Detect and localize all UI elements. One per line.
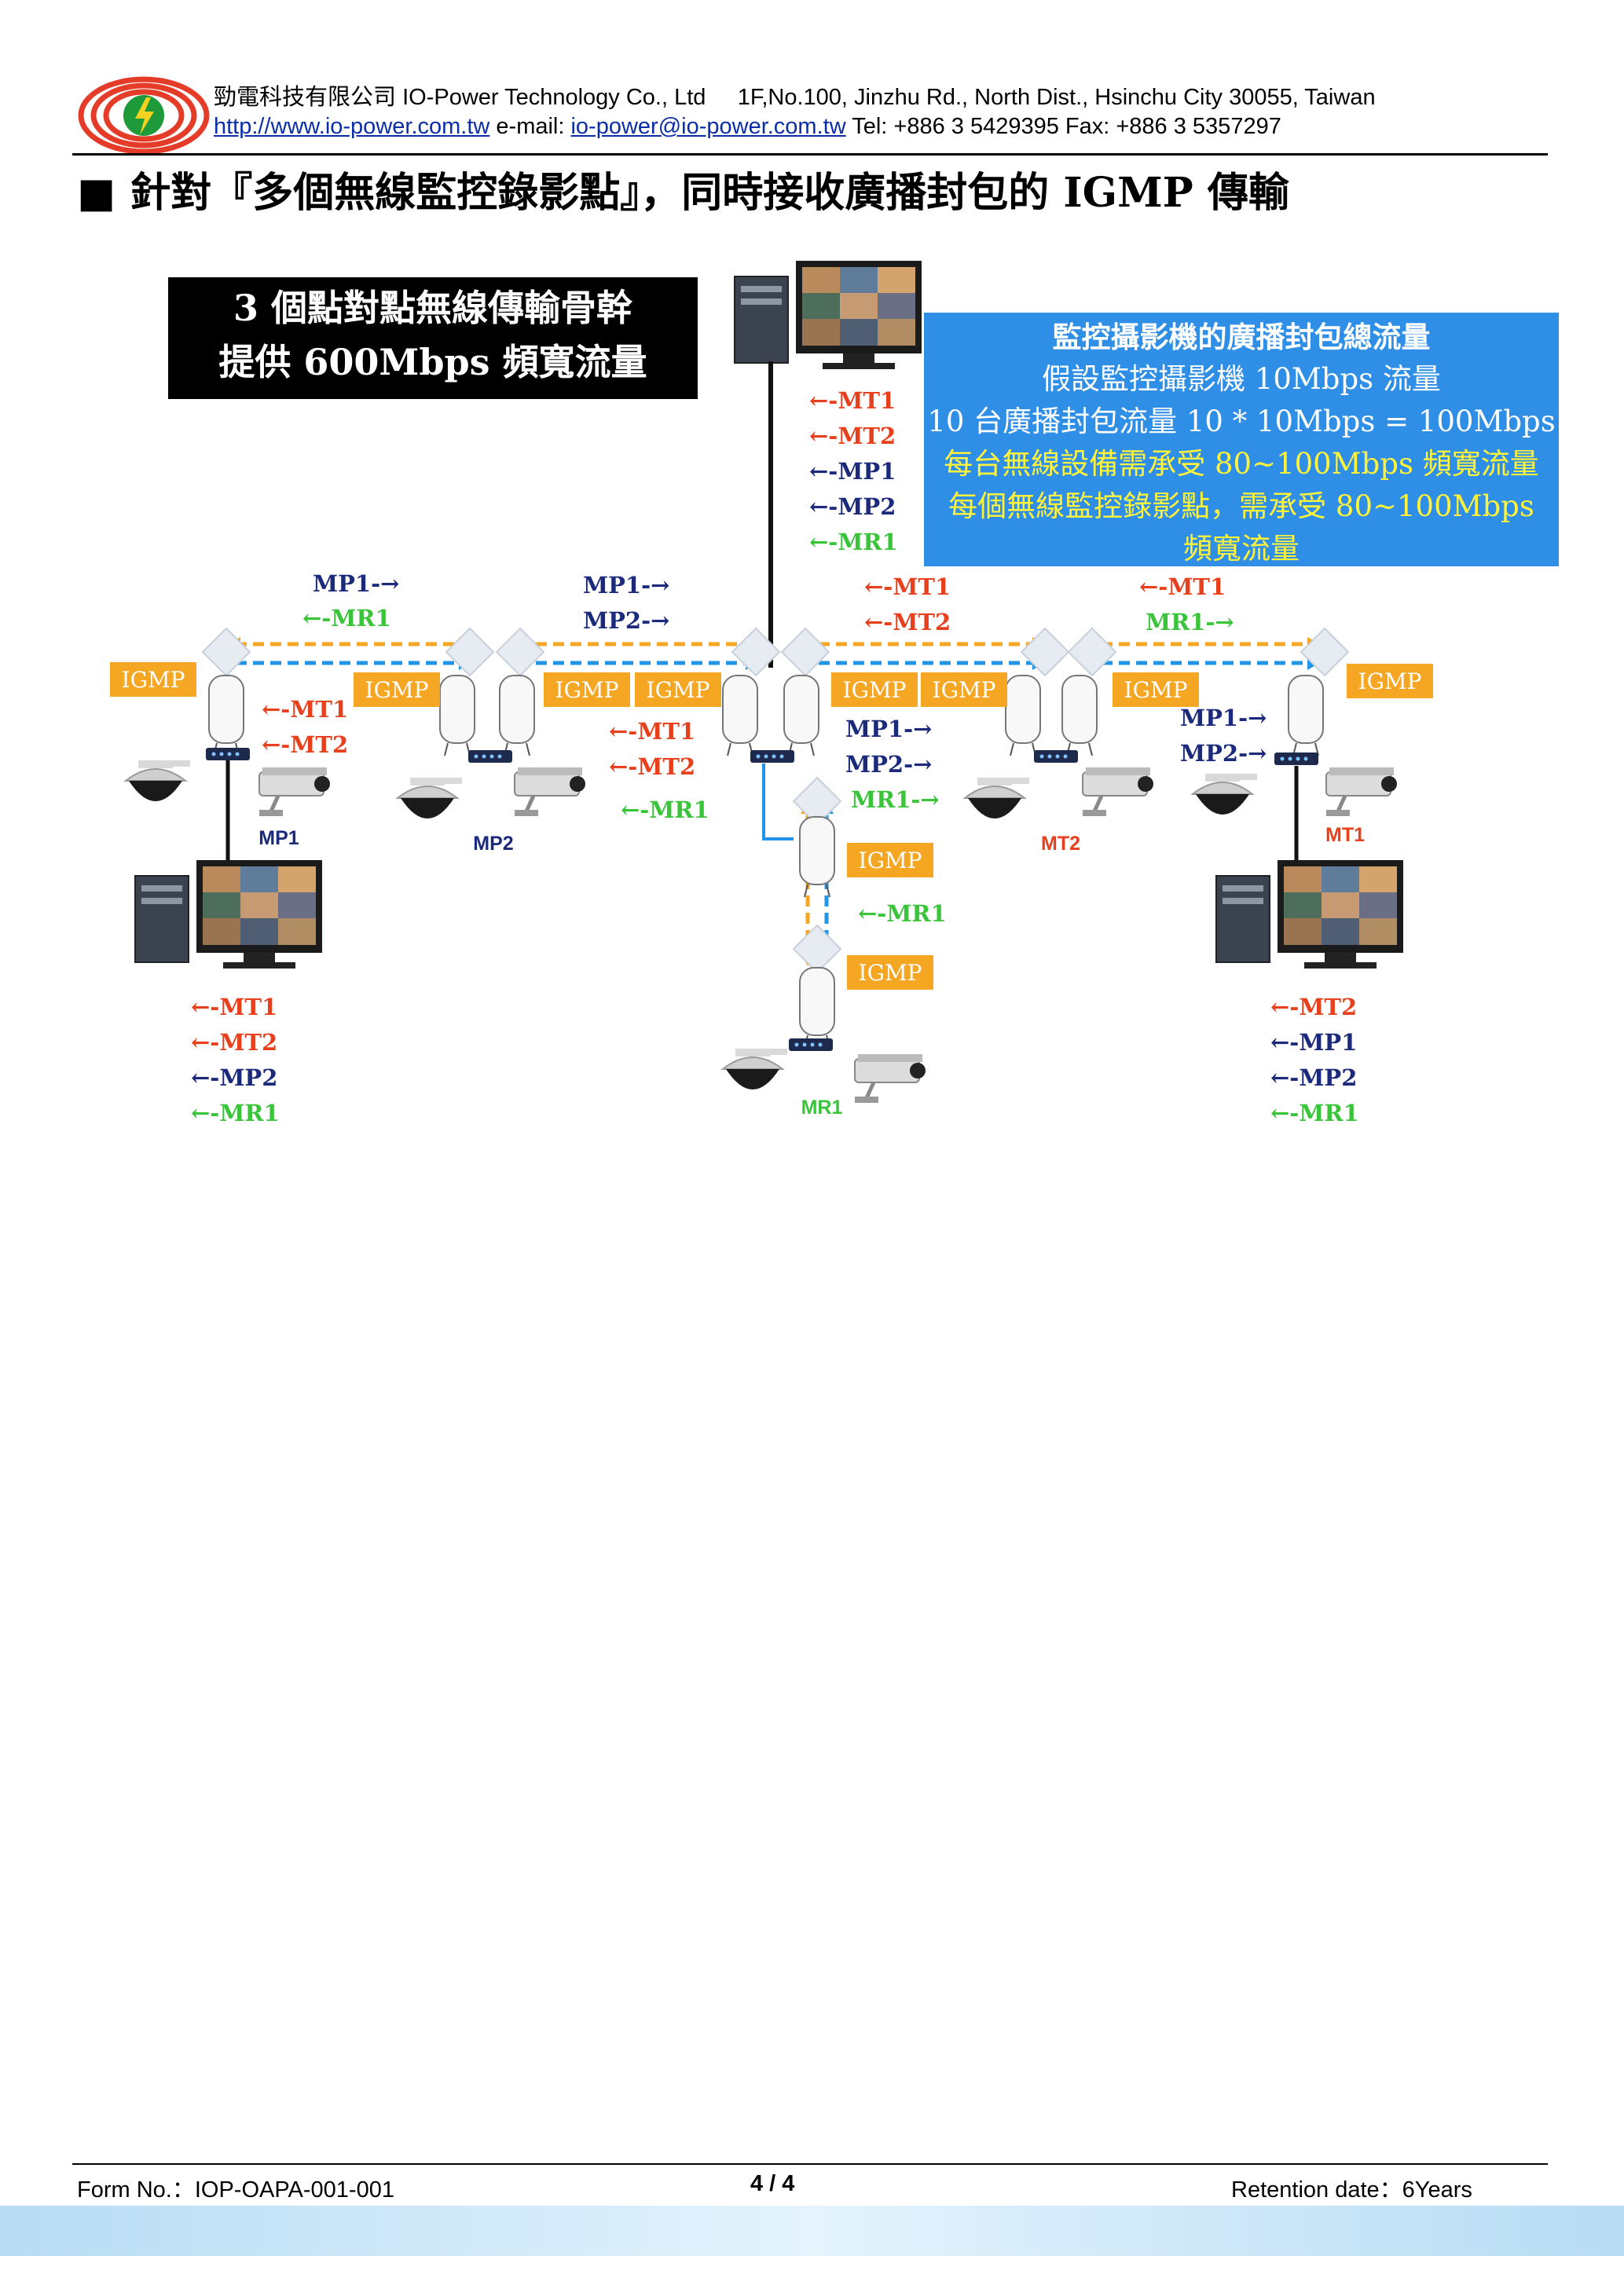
company-address: 1F,No.100, Jinzhu Rd., North Dist., Hsin… xyxy=(737,85,1376,110)
info-line-2: 10 台廣播封包流量 10 * 10Mbps = 100Mbps xyxy=(927,405,1555,438)
company-name-cn: 勁電科技有限公司 xyxy=(214,85,397,110)
flow-label: ←-MP1 xyxy=(1270,1029,1357,1056)
flow-label: ←-MT2 xyxy=(609,753,695,780)
wireless-links xyxy=(236,642,1312,958)
form-number: Form No.：IOP-OAPA-001-001 xyxy=(77,2177,394,2203)
site-label-mp1: MP1 xyxy=(258,827,299,849)
info-line-5: 頻寬流量 xyxy=(1183,532,1300,566)
link3-label: ←-MT2 xyxy=(864,609,951,635)
mp1-nvr-monitor xyxy=(134,859,323,969)
link3-label: ←-MT1 xyxy=(864,573,951,600)
flow-label: ←-MT1 xyxy=(262,696,348,723)
igmp-label: IGMP xyxy=(859,960,922,986)
mt1-monitor-list: ←-MT2 ←-MP1 ←-MP2 ←-MR1 xyxy=(1270,994,1359,1126)
info-line-4: 每個無線監控錄影點，需承受 80~100Mbps xyxy=(948,489,1534,523)
header-rule xyxy=(72,153,1548,156)
flow-label: MP1-→ xyxy=(1180,705,1267,731)
flow-label: ←-MR1 xyxy=(621,796,709,823)
igmp-label: IGMP xyxy=(1124,677,1188,703)
igmp-label: IGMP xyxy=(933,677,996,703)
company-logo xyxy=(77,75,211,156)
info-line-3: 每台無線設備需承受 80~100Mbps 頻寬流量 xyxy=(944,447,1538,481)
link2-label: MP1-→ xyxy=(583,572,669,599)
link1-label: MP1-→ xyxy=(313,570,399,597)
igmp-label: IGMP xyxy=(122,667,185,693)
flow-label: ←-MP2 xyxy=(191,1064,277,1091)
igmp-label: IGMP xyxy=(859,848,922,873)
header-company-line: 勁電科技有限公司 IO-Power Technology Co., Ltd 1F… xyxy=(214,79,1376,112)
center-nvr-monitor xyxy=(734,260,922,370)
flow-label: ←-MR1 xyxy=(191,1100,280,1126)
mp1-monitor-list: ←-MT1 ←-MT2 ←-MP2 ←-MR1 xyxy=(191,994,280,1126)
page-number: 4 / 4 xyxy=(750,2171,795,2196)
site-label-mt1: MT1 xyxy=(1325,824,1365,846)
backbone-box: 3 個點對點無線傳輸骨幹 提供 600Mbps 頻寬流量 xyxy=(168,277,698,399)
igmp-label: IGMP xyxy=(843,677,907,703)
radio-units xyxy=(208,675,1324,1049)
email-label: e-mail: xyxy=(496,114,565,139)
info-heading: 監控攝影機的廣播封包總流量 xyxy=(1053,320,1431,354)
network-diagram: 3 個點對點無線傳輸骨幹 提供 600Mbps 頻寬流量 監控攝影機的廣播封包總… xyxy=(0,251,1624,1155)
flow-label: ←-MT2 xyxy=(809,423,896,449)
flow-label: MR1-→ xyxy=(851,786,940,813)
flow-label: ←-MT1 xyxy=(191,994,277,1020)
footer-rule xyxy=(72,2163,1548,2165)
flow-label: MP1-→ xyxy=(845,716,932,742)
phone-fax: Tel: +886 3 5429395 Fax: +886 3 5357297 xyxy=(852,114,1281,139)
flow-label: ←-MT2 xyxy=(1270,994,1357,1020)
igmp-label: IGMP xyxy=(1358,668,1422,694)
page-title: ■ 針對『多個無線監控錄影點』，同時接收廣播封包的 IGMP 傳輸 xyxy=(77,169,1289,217)
site-label-mr1: MR1 xyxy=(801,1097,843,1119)
info-box: 監控攝影機的廣播封包總流量 假設監控攝影機 10Mbps 流量 10 台廣播封包… xyxy=(924,313,1559,566)
flow-label: ←-MR1 xyxy=(858,900,947,927)
igmp-tags: IGMP IGMP IGMP IGMP IGMP IGMP IGMP IGMP … xyxy=(110,662,1433,990)
site-label-mt2: MT2 xyxy=(1041,833,1080,855)
flow-label: ←-MP1 xyxy=(809,458,896,485)
flow-label: ←-MT1 xyxy=(609,718,695,745)
header-contact-line: http://www.io-power.com.tw e-mail: io-po… xyxy=(214,114,1281,140)
backbone-line-2: 提供 600Mbps 頻寬流量 xyxy=(218,341,647,383)
flow-label: ←-MT2 xyxy=(262,731,348,758)
backbone-line-1: 3 個點對點無線傳輸骨幹 xyxy=(233,287,633,329)
retention-date: Retention date：6Years xyxy=(1231,2177,1472,2203)
email-link[interactable]: io-power@io-power.com.tw xyxy=(570,114,846,139)
flow-label: ←-MT2 xyxy=(191,1029,277,1056)
link2-label: MP2-→ xyxy=(583,607,669,634)
link1-label: ←-MR1 xyxy=(302,605,391,632)
site-label-mp2: MP2 xyxy=(473,833,513,855)
website-link[interactable]: http://www.io-power.com.tw xyxy=(214,114,490,139)
link4-label: ←-MT1 xyxy=(1139,573,1226,600)
flow-label: ←-MT1 xyxy=(809,387,896,414)
flow-label: MP2-→ xyxy=(1180,740,1267,767)
igmp-label: IGMP xyxy=(555,677,619,703)
link4-label: MR1-→ xyxy=(1146,609,1234,635)
company-name-en: IO-Power Technology Co., Ltd xyxy=(402,85,706,110)
flow-label: MP2-→ xyxy=(845,751,932,778)
mt1-nvr-monitor xyxy=(1215,859,1404,969)
flow-label: ←-MP2 xyxy=(1270,1064,1357,1091)
igmp-label: IGMP xyxy=(365,677,429,703)
footer-band xyxy=(0,2206,1624,2256)
flow-label: ←-MR1 xyxy=(1270,1100,1359,1126)
flow-label: ←-MR1 xyxy=(809,529,898,555)
center-branch-line xyxy=(762,764,794,840)
center-monitor-list: ←-MT1 ←-MT2 ←-MP1 ←-MP2 ←-MR1 xyxy=(809,387,898,555)
flow-label: ←-MP2 xyxy=(809,493,896,520)
igmp-label: IGMP xyxy=(647,677,710,703)
info-line-1: 假設監控攝影機 10Mbps 流量 xyxy=(1042,362,1441,396)
